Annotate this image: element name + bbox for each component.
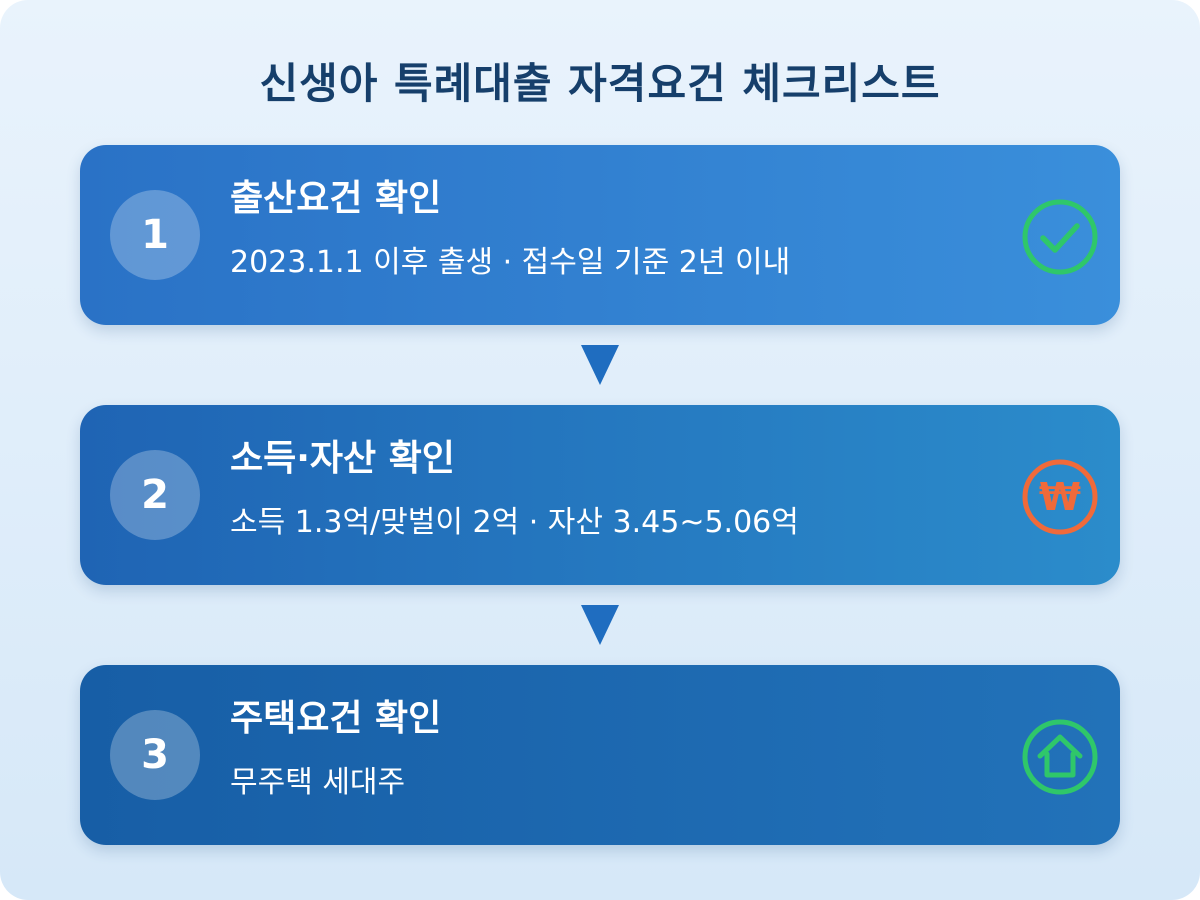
step-title: 출산요건 확인 xyxy=(230,178,442,219)
step-description: 소득 1.3억/맞벌이 2억 · 자산 3.45~5.06억 xyxy=(230,505,799,540)
arrow-down-icon xyxy=(581,345,619,385)
check-circle-icon xyxy=(1022,199,1098,275)
step-title: 소득·자산 확인 xyxy=(230,438,455,479)
step-card-housing: 3 주택요건 확인 무주택 세대주 xyxy=(80,665,1120,845)
step-number-badge: 2 xyxy=(110,450,200,540)
won-circle-icon: ₩ xyxy=(1022,459,1098,535)
step-title: 주택요건 확인 xyxy=(230,698,442,739)
step-description: 무주택 세대주 xyxy=(230,765,406,800)
arrow-down-icon xyxy=(581,605,619,645)
step-card-birth: 1 출산요건 확인 2023.1.1 이후 출생 · 접수일 기준 2년 이내 xyxy=(80,145,1120,325)
step-number-badge: 3 xyxy=(110,710,200,800)
won-glyph: ₩ xyxy=(1039,475,1081,519)
step-number-badge: 1 xyxy=(110,190,200,280)
step-description: 2023.1.1 이후 출생 · 접수일 기준 2년 이내 xyxy=(230,245,791,280)
step-card-income-assets: 2 소득·자산 확인 소득 1.3억/맞벌이 2억 · 자산 3.45~5.06… xyxy=(80,405,1120,585)
page-title: 신생아 특례대출 자격요건 체크리스트 xyxy=(259,59,941,108)
house-circle-icon xyxy=(1022,719,1098,795)
